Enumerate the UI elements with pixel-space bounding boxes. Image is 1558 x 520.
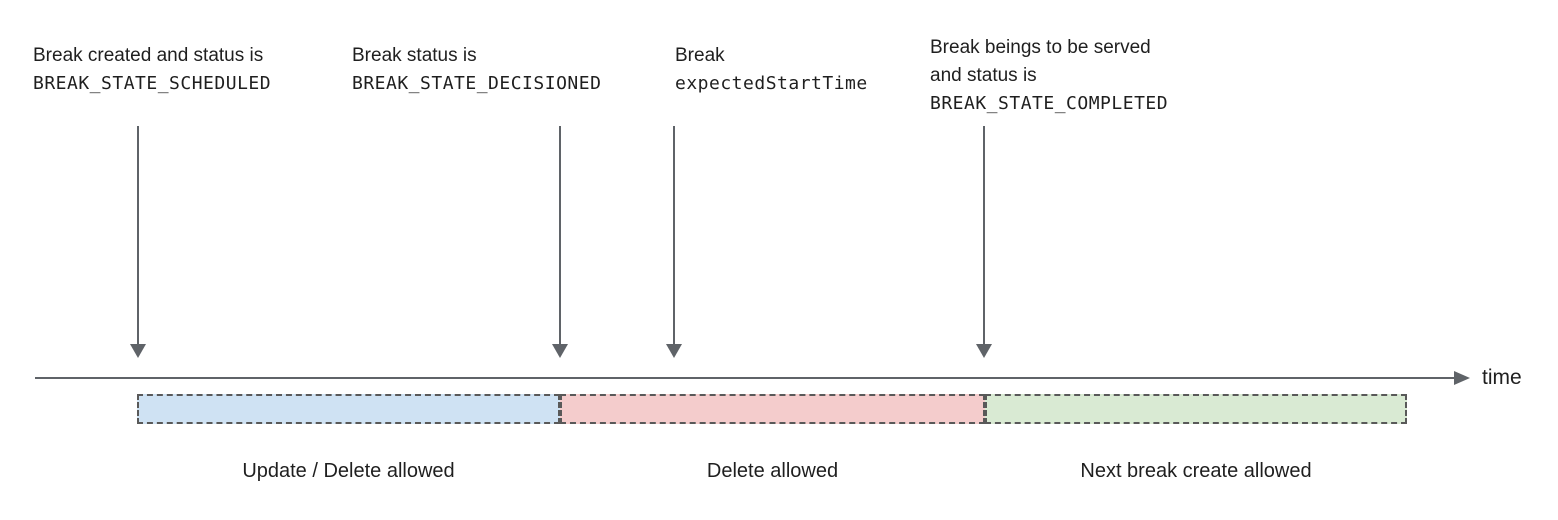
annotation-text-line: and status is [930,65,1037,86]
annotation-text-line: Break created and status is [33,45,264,66]
down-arrow-icon [552,126,568,358]
segment-caption: Delete allowed [706,460,839,482]
segment-caption: Next break create allowed [1080,460,1312,482]
time-axis-label: time [1482,366,1522,389]
segment-delete-allowed [560,394,985,424]
arrow-shaft [559,126,561,346]
arrow-head [976,344,992,358]
annotation-break-completed: Break beings to be served and status is … [930,34,1168,118]
annotation-code-line: BREAK_STATE_COMPLETED [930,93,1169,114]
arrow-shaft [983,126,985,346]
segment-update-delete-allowed [137,394,560,424]
down-arrow-icon [130,126,146,358]
annotation-break-scheduled: Break created and status is BREAK_STATE_… [33,42,271,98]
annotation-code-line: BREAK_STATE_SCHEDULED [33,73,272,94]
arrow-head [552,344,568,358]
time-axis-arrow-icon [1454,371,1470,385]
arrow-shaft [673,126,675,346]
annotation-expected-start-time: Break expectedStartTime [675,42,868,98]
annotation-text-line: Break [675,45,725,66]
segment-next-break-create-allowed [985,394,1407,424]
arrow-head [666,344,682,358]
annotation-code-line: BREAK_STATE_DECISIONED [352,73,602,94]
annotation-code-line: expectedStartTime [675,73,868,94]
annotation-text-line: Break beings to be served [930,37,1151,58]
down-arrow-icon [666,126,682,358]
segment-caption: Update / Delete allowed [242,460,455,482]
arrow-head [130,344,146,358]
annotation-break-decisioned: Break status is BREAK_STATE_DECISIONED [352,42,601,98]
time-axis-line [35,377,1456,379]
annotation-text-line: Break status is [352,45,477,66]
down-arrow-icon [976,126,992,358]
arrow-shaft [137,126,139,346]
